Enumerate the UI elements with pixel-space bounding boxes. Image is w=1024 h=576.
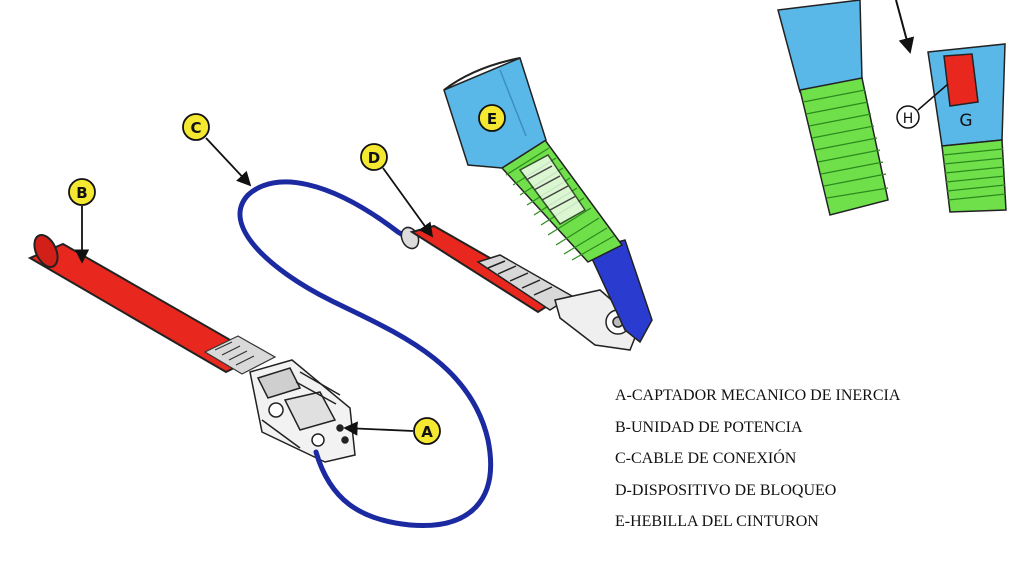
callout-e: E [478, 104, 506, 132]
callout-h-label: H [903, 111, 914, 127]
connection-cable [237, 179, 494, 529]
callout-h: H [896, 83, 949, 129]
callout-d: D [360, 143, 434, 238]
locking-device [400, 224, 641, 351]
buckle-detail-cutaway [927, 43, 1007, 213]
callout-a-label: A [421, 423, 433, 441]
power-unit-tube [27, 234, 277, 375]
inertia-sensor-mechanism [249, 359, 356, 463]
callout-b-label: B [76, 184, 87, 202]
legend-item-b: B-UNIDAD DE POTENCIA [615, 418, 803, 436]
callout-c: C [182, 113, 252, 187]
legend-item-c: C-CABLE DE CONEXIÓN [615, 450, 797, 467]
callout-e-label: E [487, 110, 497, 128]
callout-a: A [343, 417, 441, 445]
detail-pointer-arrow [895, 0, 915, 54]
legend-item-d: D-DISPOSITIVO DE BLOQUEO [615, 481, 837, 499]
detail-label-g: G [959, 111, 972, 131]
callout-b: B [68, 178, 96, 264]
callout-c-label: C [190, 119, 201, 137]
legend-list: A-CAPTADOR MECANICO DE INERCIA B-UNIDAD … [615, 385, 1015, 543]
callout-d-label: D [368, 149, 380, 167]
buckle-detail-top [777, 0, 889, 216]
legend-item-a: A-CAPTADOR MECANICO DE INERCIA [615, 387, 901, 404]
legend-item-e: E-HEBILLA DEL CINTURON [615, 513, 819, 530]
